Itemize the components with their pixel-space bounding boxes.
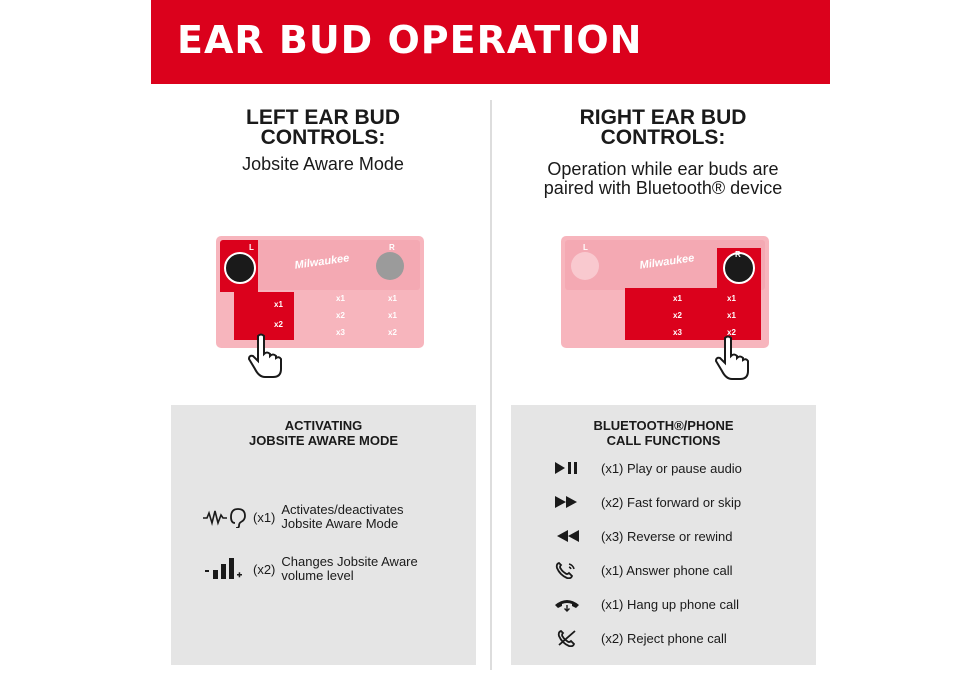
- right-subtitle: Operation while ear buds are paired with…: [498, 160, 828, 198]
- row-line2: Jobsite Aware Mode: [281, 516, 399, 531]
- case-label: x1: [673, 294, 682, 303]
- case-label: x3: [673, 328, 682, 337]
- case-label: x2: [673, 311, 682, 320]
- case-label: x1: [388, 311, 397, 320]
- right-title-line2: CONTROLS:: [600, 126, 726, 149]
- left-info-panel: ACTIVATING JOBSITE AWARE MODE (x1) Activ…: [171, 405, 476, 665]
- left-earbud-icon: [224, 252, 256, 284]
- left-case-diagram: L R Milwaukee x1 x2 x1 x2 x3 x1 x1 x2: [216, 236, 424, 378]
- right-case-diagram: L R Milwaukee x1 x2 x3 x1 x1 x2: [561, 236, 769, 380]
- list-item: (x3) Reverse or rewind: [553, 526, 733, 546]
- right-panel-title-line2: CALL FUNCTIONS: [606, 433, 721, 448]
- reject-call-icon: [557, 629, 576, 647]
- right-controls-highlight: [625, 288, 761, 340]
- row-description: (x1) Hang up phone call: [601, 596, 740, 612]
- case-right-label: R: [389, 243, 395, 252]
- row-description: (x1) Answer phone call: [601, 562, 733, 578]
- case-label: x1: [336, 294, 345, 303]
- case-label: x1: [727, 311, 736, 320]
- row-description: Activates/deactivates Jobsite Aware Mode: [281, 503, 456, 531]
- right-panel-title-line1: BLUETOOTH®/PHONE: [593, 418, 734, 433]
- case-label: x2: [336, 311, 345, 320]
- left-subtitle: Jobsite Aware Mode: [242, 154, 404, 174]
- press-count: (x2): [253, 561, 276, 577]
- tap-hand-icon: [714, 335, 749, 380]
- row-description: Changes Jobsite Aware volume level: [281, 555, 456, 583]
- right-subtitle-line1: Operation while ear buds are: [547, 159, 779, 179]
- right-panel-title: BLUETOOTH®/PHONE CALL FUNCTIONS: [511, 418, 816, 448]
- play-pause-icon: [555, 462, 577, 474]
- left-panel-title: ACTIVATING JOBSITE AWARE MODE: [171, 418, 476, 448]
- case-right-label: R: [735, 250, 741, 259]
- left-title-line2: CONTROLS:: [260, 126, 386, 149]
- row-line1: Changes Jobsite Aware: [281, 554, 418, 569]
- hang-up-icon: [555, 600, 579, 612]
- jobsite-aware-ear-icon: [203, 508, 246, 528]
- list-item: (x1) Activates/deactivates Jobsite Aware…: [201, 503, 456, 531]
- right-info-panel: BLUETOOTH®/PHONE CALL FUNCTIONS (x1) Pla…: [511, 405, 816, 665]
- right-earbud-icon: [723, 252, 755, 284]
- case-label: x2: [727, 328, 736, 337]
- left-controls-highlight: [234, 292, 294, 340]
- header-banner: EAR BUD OPERATION: [151, 0, 830, 84]
- row-description: (x3) Reverse or rewind: [601, 528, 733, 544]
- list-item: (x1) Play or pause audio: [553, 458, 742, 478]
- row-description: (x1) Play or pause audio: [601, 460, 742, 476]
- rewind-icon: [557, 530, 579, 542]
- right-earbud-icon: [376, 252, 404, 280]
- tap-hand-icon: [247, 333, 282, 378]
- case-label: x2: [274, 320, 283, 329]
- page-title: EAR BUD OPERATION: [177, 18, 643, 62]
- list-item: (x1) Hang up phone call: [553, 594, 739, 614]
- case-left-label: L: [583, 243, 588, 252]
- case-label: x1: [727, 294, 736, 303]
- list-item: (x2) Reject phone call: [553, 628, 727, 648]
- list-item: (x1) Answer phone call: [553, 560, 733, 580]
- case-label: x1: [274, 300, 283, 309]
- case-label: x2: [388, 328, 397, 337]
- column-divider: [490, 100, 492, 670]
- row-description: (x2) Reject phone call: [601, 630, 727, 646]
- right-subtitle-line2: paired with Bluetooth® device: [543, 178, 783, 198]
- right-title-line1: RIGHT EAR BUD: [579, 106, 747, 129]
- volume-level-icon: [205, 558, 242, 579]
- answer-call-icon: [555, 561, 575, 579]
- row-description: (x2) Fast forward or skip: [601, 494, 742, 510]
- right-title: RIGHT EAR BUD CONTROLS:: [513, 106, 813, 149]
- left-title-line1: LEFT EAR BUD: [246, 106, 400, 129]
- left-panel-title-line1: ACTIVATING: [284, 418, 363, 433]
- press-count: (x1): [253, 509, 276, 525]
- list-item: (x2) Fast forward or skip: [553, 492, 741, 512]
- case-label: x1: [388, 294, 397, 303]
- case-label: x3: [336, 328, 345, 337]
- left-title: LEFT EAR BUD CONTROLS:: [173, 106, 473, 149]
- list-item: (x2) Changes Jobsite Aware volume level: [201, 555, 456, 583]
- row-line1: Activates/deactivates: [281, 502, 404, 517]
- row-line2: volume level: [281, 568, 354, 583]
- case-left-label: L: [249, 243, 254, 252]
- fast-forward-icon: [555, 496, 577, 508]
- left-earbud-icon: [571, 252, 599, 280]
- left-panel-title-line2: JOBSITE AWARE MODE: [248, 433, 399, 448]
